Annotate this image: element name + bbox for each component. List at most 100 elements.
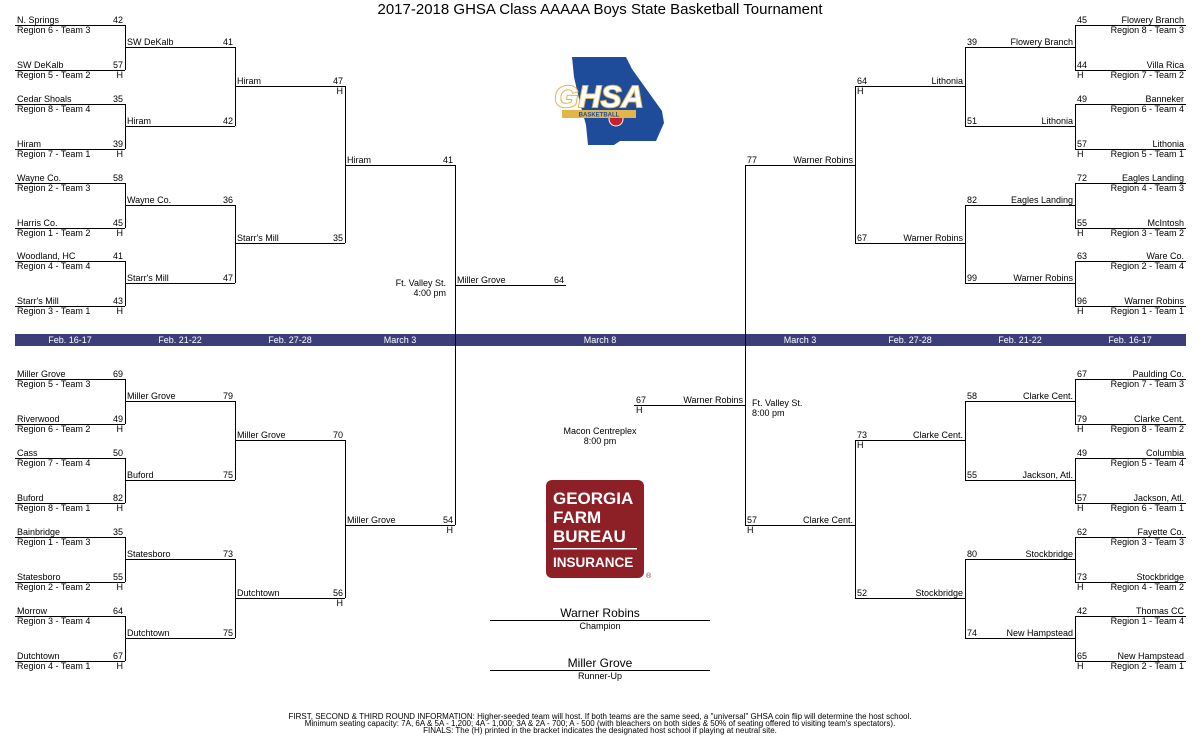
r1-top_left-7-name: Starr's Mill (17, 296, 59, 306)
r2-bottom_left-3-score: 75 (222, 628, 233, 638)
date-left-0: Feb. 16-17 (48, 335, 92, 345)
r1-top_left-4-line (15, 183, 125, 184)
r1-bottom_right-2-line (1075, 458, 1186, 459)
qf-bottom_left-1-host: H (336, 598, 344, 608)
r1-top_left-1-seed: Region 5 - Team 2 (17, 70, 91, 80)
r1-bottom_right-4-name: Fayette Co. (1137, 527, 1184, 537)
final-venue-time: 8:00 pm (583, 436, 617, 446)
r2-bottom_left-3-line (125, 638, 235, 639)
r1-bottom_right-3-score: 57 (1077, 493, 1088, 503)
registered-mark: ® (646, 572, 652, 580)
r2-top_right-1-line (965, 126, 1075, 127)
date-center: March 8 (583, 335, 617, 345)
page-title: 2017-2018 GHSA Class AAAAA Boys State Ba… (377, 1, 823, 18)
r1-top_right-1-name: Villa Rica (1146, 60, 1184, 70)
r1-bottom_right-1-line (1075, 424, 1186, 425)
r1-bottom_right-3-seed: Region 6 - Team 1 (1110, 503, 1184, 513)
r1-top_right-7-host: H (1077, 306, 1084, 316)
r2-top_left-1-line (125, 126, 235, 127)
r1-bottom_left-2-seed: Region 7 - Team 4 (17, 458, 91, 468)
sponsor-line-1: GEORGIA (553, 489, 633, 508)
r2-bottom_left-2-score: 73 (222, 549, 233, 559)
r1-bottom_left-3-line (15, 503, 125, 504)
final-right-name: Warner Robins (683, 395, 743, 405)
r2-top_right-2-name: Eagles Landing (1010, 195, 1073, 205)
qf-top_right-1-name: Warner Robins (903, 233, 963, 243)
r1-bottom_right-0-name: Paulding Co. (1132, 369, 1184, 379)
r1-top_right-6-name: Ware Co. (1146, 251, 1184, 261)
r1-top_right-0-seed: Region 8 - Team 3 (1110, 25, 1184, 35)
r2-bottom_right-0-name: Clarke Cent. (1022, 391, 1073, 401)
r1-top_left-4-seed: Region 2 - Team 3 (17, 183, 91, 193)
right-semi-venue-place: Ft. Valley St. (752, 398, 803, 408)
qf-top_right-1-line (855, 243, 965, 244)
bracket-connector (345, 86, 346, 243)
r1-bottom_right-6-name: Thomas CC (1135, 606, 1184, 616)
r2-bottom_left-2-line (125, 559, 235, 560)
r2-bottom_left-0-name: Miller Grove (127, 391, 176, 401)
runner-up-line (490, 670, 710, 671)
r1-bottom_left-4-score: 35 (112, 527, 123, 537)
r1-top_left-5-host: H (116, 228, 124, 238)
r1-top_right-7-name: Warner Robins (1124, 296, 1184, 306)
footer-line-2: Minimum seating capacity: 7A, 6A & 5A - … (304, 719, 896, 728)
sponsor-line-4: INSURANCE (553, 555, 633, 570)
r2-top_right-1-name: Lithonia (1041, 116, 1073, 126)
r2-top_right-0-name: Flowery Branch (1010, 37, 1073, 47)
r1-bottom_right-2-name: Columbia (1145, 448, 1184, 458)
r1-bottom_right-1-name: Clarke Cent. (1133, 414, 1184, 424)
r1-bottom_left-3-score: 82 (112, 493, 123, 503)
date-left-2: Feb. 27-28 (268, 335, 312, 345)
qf-bottom_right-1-score: 52 (857, 588, 868, 598)
r1-bottom_left-6-line (15, 616, 125, 617)
final-venue-place: Macon Centreplex (563, 426, 637, 436)
sponsor-line-3: BUREAU (553, 527, 626, 546)
bracket-connector (965, 401, 966, 480)
r2-top_right-1-score: 51 (967, 116, 978, 126)
qf-bottom_right-1-line (855, 598, 965, 599)
r2-top_right-2-score: 82 (967, 195, 978, 205)
r1-bottom_left-3-name: Buford (17, 493, 44, 503)
r1-bottom_right-6-line (1075, 616, 1186, 617)
qf-top_right-0-host: H (857, 86, 864, 96)
r2-bottom_right-3-line (965, 638, 1075, 639)
final-right-line (634, 405, 745, 406)
champion-line (490, 620, 710, 621)
champion-label: Champion (579, 621, 621, 631)
r1-bottom_right-0-score: 67 (1077, 369, 1088, 379)
r1-bottom_left-1-host: H (116, 424, 124, 434)
qf-bottom_right-0-host: H (857, 440, 864, 450)
r1-top_right-6-line (1075, 261, 1186, 262)
qf-bottom_left-0-name: Miller Grove (237, 430, 286, 440)
r1-bottom_right-5-host: H (1077, 582, 1084, 592)
r1-top_right-2-seed: Region 6 - Team 4 (1110, 104, 1184, 114)
georgia-farm-bureau-logo: GEORGIA FARM BUREAU INSURANCE ® (546, 480, 652, 580)
r1-top_right-5-score: 55 (1077, 218, 1088, 228)
r2-top_left-3-line (125, 283, 235, 284)
r1-top_right-4-score: 72 (1077, 173, 1088, 183)
qf-top_right-1-score: 67 (857, 233, 868, 243)
final-left-score: 64 (553, 275, 564, 285)
qf-top_right-0-line (855, 86, 965, 87)
r1-bottom_right-3-host: H (1077, 503, 1084, 513)
r1-bottom_right-4-line (1075, 537, 1186, 538)
qf-top_left-1-line (235, 243, 345, 244)
r1-top_left-6-seed: Region 4 - Team 4 (17, 261, 91, 271)
r1-bottom_right-5-line (1075, 582, 1186, 583)
r1-bottom_left-5-name: Statesboro (17, 572, 61, 582)
r1-top_right-3-line (1075, 149, 1186, 150)
qf-top_right-0-name: Lithonia (931, 76, 963, 86)
r1-top_right-0-name: Flowery Branch (1121, 15, 1184, 25)
qf-top_left-0-host: H (336, 86, 344, 96)
r1-top_right-4-seed: Region 4 - Team 3 (1110, 183, 1184, 193)
r1-top_left-0-name: N. Springs (17, 15, 60, 25)
bracket-connector (1075, 183, 1076, 228)
r1-bottom_left-7-host: H (116, 661, 124, 671)
r1-bottom_left-3-seed: Region 8 - Team 1 (17, 503, 91, 513)
r2-bottom_right-3-score: 74 (967, 628, 978, 638)
r1-top_left-6-name: Woodland, HC (17, 251, 76, 261)
qf-top_left-0-score: 47 (332, 76, 343, 86)
r1-bottom_left-0-name: Miller Grove (17, 369, 66, 379)
bracket-connector (235, 205, 236, 283)
r2-top_left-3-score: 47 (222, 273, 233, 283)
